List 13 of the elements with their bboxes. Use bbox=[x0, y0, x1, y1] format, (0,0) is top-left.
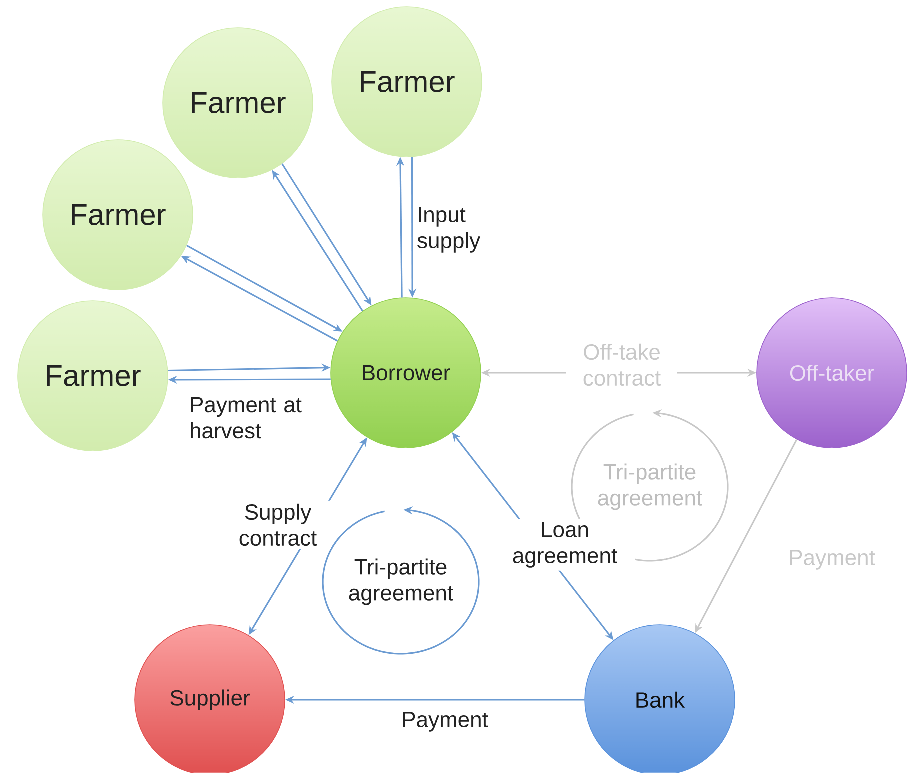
edge-label: Payment bbox=[403, 712, 488, 732]
label-text: Tri-partite agreement bbox=[598, 464, 702, 510]
edge-label: Input supply bbox=[418, 207, 481, 253]
circle-node: Farmer bbox=[332, 6, 482, 158]
edge-label: Payment at harvest bbox=[191, 397, 302, 439]
edge-label: Loan agreement bbox=[494, 519, 636, 571]
circle-node: Farmer bbox=[162, 28, 314, 178]
circle-node: Farmer bbox=[18, 300, 168, 452]
circle-node: Borrower bbox=[330, 298, 482, 448]
edge-label: Supply contract bbox=[225, 500, 331, 550]
circle-node: Farmer bbox=[42, 140, 194, 290]
label-text: Tri-partite agreement bbox=[349, 558, 454, 606]
circle-node: Off-taker bbox=[756, 298, 908, 448]
